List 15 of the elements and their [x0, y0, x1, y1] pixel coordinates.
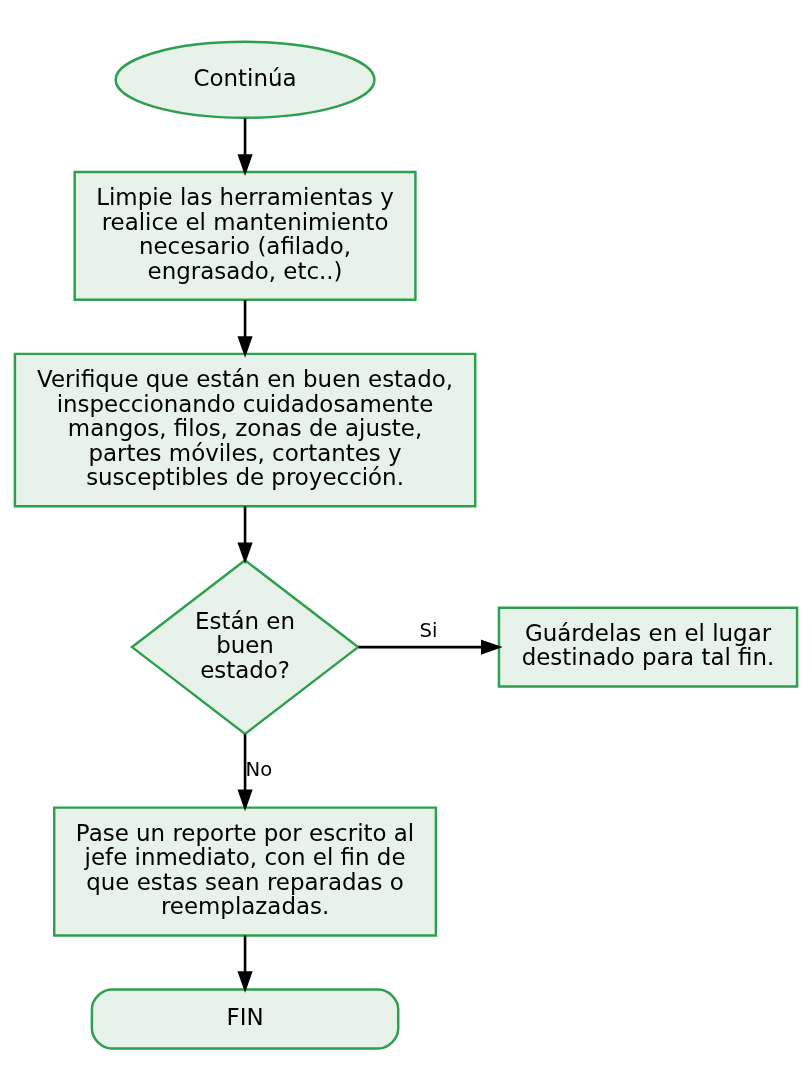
edge-label: No [245, 757, 273, 781]
node-box: FIN [90, 988, 400, 1050]
node-ellipse: Continúa [114, 40, 376, 119]
arrow [358, 639, 503, 655]
node-box: Limpie las herramientas y realice el mantenimiento necesario (afilado, engrasado, etc..) [73, 170, 417, 302]
node-box: Verifique que están en buen estado, inspeccionando cuidadosamente mangos, filos, zonas de ajuste, partes móviles, cortantes y susceptibles de proyección. [13, 352, 477, 508]
arrow [237, 118, 253, 176]
node-box: Guárdelas en el lugar destinado para tal fin. [497, 606, 799, 688]
arrow [237, 300, 253, 358]
arrow [237, 506, 253, 565]
node-box: Pase un reporte por escrito al jefe inmediato, con el fin de que estas sean reparadas o reemplazadas. [53, 806, 438, 937]
arrow [237, 935, 253, 993]
edge-label: Si [419, 618, 438, 642]
arrow [237, 734, 253, 812]
node-diamond: Están en buen estado? [130, 558, 361, 736]
